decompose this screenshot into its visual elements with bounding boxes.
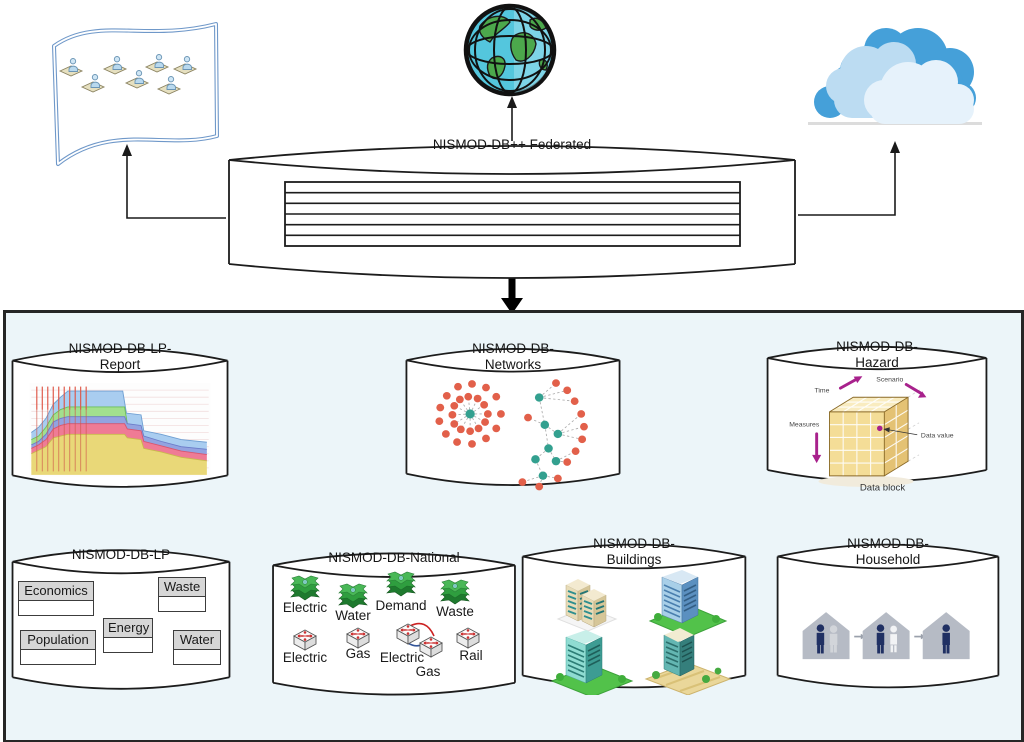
db-networks-cylinder: NISMOD-DB- Networks	[402, 336, 624, 498]
cube-time-label: Time	[814, 388, 829, 395]
national-gas-label: Gas	[346, 646, 371, 661]
houses-with-people	[781, 569, 995, 691]
house-icon	[802, 612, 850, 660]
db-report-label: NISMOD-DB-LP- Report	[68, 341, 172, 372]
isometric-buildings	[528, 565, 740, 695]
electric-layers-icon	[290, 575, 320, 601]
national-demand-label: Demand	[375, 598, 426, 613]
db-national-label: NISMOD-DB-National	[328, 550, 460, 565]
table-population: Population	[20, 630, 96, 665]
db-buildings-label: NISMOD-DB- Buildings	[593, 536, 675, 567]
db-report-cylinder: NISMOD-DB-LP- Report	[8, 336, 232, 500]
users-flag-icon	[46, 8, 224, 170]
electric-node-icon	[293, 629, 317, 651]
db-buildings-cylinder: NISMOD-DB- Buildings	[518, 531, 750, 701]
national-rail-label: Rail	[459, 648, 482, 663]
db-lp-cylinder: NISMOD-DB-LP Economics Waste Energy Popu…	[8, 537, 234, 702]
teal-apartment-icon	[550, 630, 634, 695]
table-energy: Energy	[103, 618, 153, 653]
cube-scenario-label: Scenario	[876, 377, 903, 384]
stacked-area-chart	[24, 376, 216, 482]
blue-skyscraper-icon	[648, 570, 728, 638]
cube-data-value-label: Data value	[921, 432, 954, 439]
electric-gas-node-icon	[396, 622, 443, 658]
national-electric-label: Electric	[283, 600, 328, 615]
network-graph	[416, 374, 612, 492]
cube-measures-label: Measures	[789, 422, 820, 429]
table-economics: Economics	[18, 581, 94, 616]
db-lp-label: NISMOD-DB-LP	[71, 547, 171, 562]
globe-icon	[452, 0, 572, 102]
tan-twin-towers-icon	[556, 579, 618, 632]
db-household-label: NISMOD-DB- Household	[847, 536, 929, 567]
federated-db-cylinder: NISMOD-DB++ Federated	[226, 130, 798, 292]
house-icon	[862, 612, 910, 660]
db-household-cylinder: NISMOD-DB- Household	[773, 531, 1003, 701]
cube-data-block-label: Data block	[860, 483, 906, 494]
arrow-to-cloud	[798, 148, 896, 216]
teal-tower-tan-base-icon	[644, 628, 732, 695]
data-cube: Time Scenario Measures Data value Data b…	[771, 368, 983, 496]
table-water: Water	[173, 630, 221, 665]
water-layers-icon	[338, 583, 368, 609]
national-electric2-label: Electric	[283, 650, 328, 665]
national-electricgas-label1: Electric	[380, 650, 425, 665]
gas-node-icon	[346, 627, 370, 649]
db-hazard-cylinder: NISMOD-DB- Hazard	[763, 334, 991, 494]
national-water-label: Water	[335, 608, 371, 623]
national-electricgas-label2: Gas	[416, 664, 441, 679]
national-icons: Electric Water Demand Waste Electric Gas…	[268, 540, 520, 708]
house-icon	[922, 612, 970, 660]
table-waste: Waste	[158, 577, 206, 612]
db-hazard-label: NISMOD-DB- Hazard	[836, 339, 918, 370]
db-national-cylinder: NISMOD-DB-National	[268, 540, 520, 708]
rail-node-icon	[456, 627, 480, 649]
federated-db-label: NISMOD-DB++ Federated	[432, 137, 592, 152]
national-waste-label: Waste	[436, 604, 474, 619]
waste-layers-icon	[440, 579, 470, 605]
cloud-icon	[800, 14, 990, 148]
db-networks-label: NISMOD-DB- Networks	[472, 341, 554, 372]
demand-layers-icon	[386, 571, 416, 597]
user-terminal-icons	[58, 54, 197, 95]
